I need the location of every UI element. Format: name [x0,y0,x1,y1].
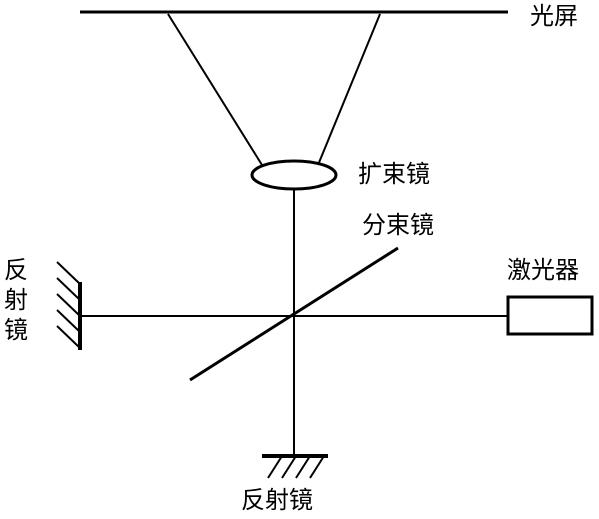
laser-label: 激光器 [507,256,579,284]
bottom-mirror [262,454,328,479]
left-mirror-label-char-1: 反 [4,256,28,284]
beam-expander-label: 扩束镜 [358,160,430,188]
left-mirror-label: 反 射 镜 [2,255,30,345]
left-mirror [56,261,82,350]
beam-cone-right [317,13,381,166]
laser-box [506,295,594,336]
screen-label: 光屏 [530,2,578,30]
bottom-mirror-label: 反射镜 [241,486,313,514]
beam-expander-lens [250,159,338,191]
left-mirror-label-char-2: 射 [4,286,28,314]
beam-cone-left [167,13,263,166]
beam-splitter [189,246,399,382]
beam-splitter-label: 分束镜 [362,211,434,239]
left-mirror-label-char-3: 镜 [4,316,28,344]
